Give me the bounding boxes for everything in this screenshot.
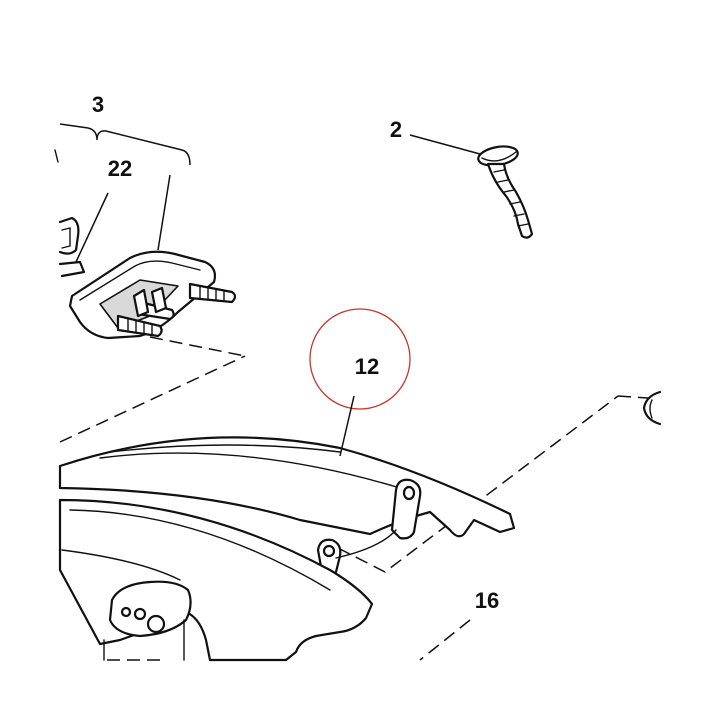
part-22-clip [54, 149, 86, 278]
highlight-circle [309, 308, 411, 410]
callout-3: 3 [92, 92, 104, 117]
bracket-3: 3 [59, 92, 191, 251]
part-3-bracket [68, 250, 237, 340]
callout-16: 16 [475, 588, 499, 613]
callout-2: 2 [390, 117, 402, 142]
part-2-screw: 2 [390, 117, 534, 239]
edge-part [642, 390, 662, 426]
callout-group-12: 12 [309, 308, 411, 457]
part-12-trim [58, 436, 516, 576]
callout-12: 12 [355, 354, 379, 379]
callout-22: 22 [108, 156, 132, 181]
callout-group-16: 16 [475, 588, 499, 613]
callout-group-22: 22 [75, 156, 132, 263]
part-16-panel [58, 498, 374, 662]
phantom-lines [59, 336, 649, 661]
